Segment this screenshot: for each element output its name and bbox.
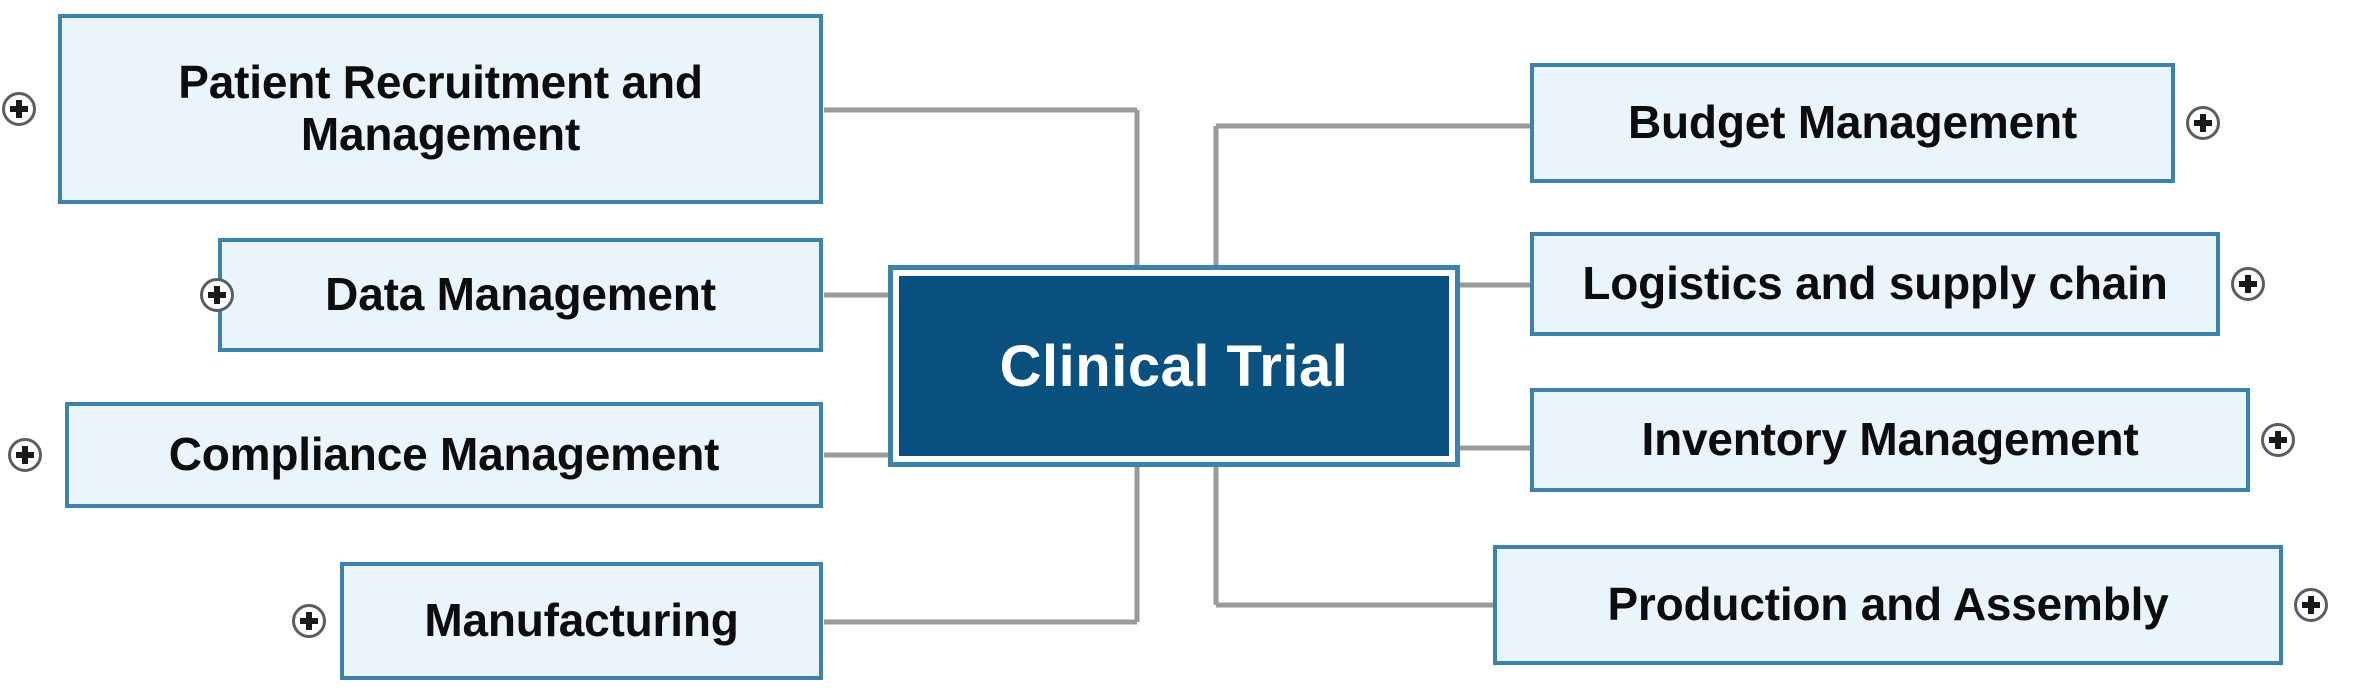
node-label: Inventory Management: [1641, 413, 2139, 466]
node-compliance-management[interactable]: Compliance Management: [65, 402, 823, 508]
node-inventory-management[interactable]: Inventory Management: [1530, 388, 2250, 492]
center-node-label: Clinical Trial: [999, 333, 1349, 399]
node-label: Logistics and supply chain: [1582, 257, 2168, 310]
plus-circle-icon-budget-management[interactable]: [2186, 106, 2220, 140]
node-label: Compliance Management: [168, 428, 720, 481]
node-patient-recruitment-and-management[interactable]: Patient Recruitment and Management: [58, 14, 823, 204]
node-budget-management[interactable]: Budget Management: [1530, 63, 2175, 183]
plus-circle-icon-inventory-management[interactable]: [2261, 423, 2295, 457]
plus-circle-icon-logistics-and-supply-chain[interactable]: [2231, 267, 2265, 301]
plus-circle-icon-data-management[interactable]: [200, 278, 234, 312]
node-logistics-and-supply-chain[interactable]: Logistics and supply chain: [1530, 232, 2220, 336]
plus-circle-icon-production-and-assembly[interactable]: [2294, 588, 2328, 622]
node-data-management[interactable]: Data Management: [218, 238, 823, 352]
plus-circle-icon-manufacturing[interactable]: [292, 604, 326, 638]
node-label: Budget Management: [1628, 96, 2077, 149]
node-production-and-assembly[interactable]: Production and Assembly: [1493, 545, 2283, 665]
plus-circle-icon-patient-recruitment[interactable]: [2, 92, 36, 126]
center-node-clinical-trial[interactable]: Clinical Trial: [888, 265, 1460, 467]
node-label: Manufacturing: [424, 594, 739, 647]
node-label: Patient Recruitment and Management: [178, 56, 703, 160]
node-label: Data Management: [325, 268, 716, 321]
node-label: Production and Assembly: [1607, 578, 2169, 631]
plus-circle-icon-compliance-management[interactable]: [8, 438, 42, 472]
node-manufacturing[interactable]: Manufacturing: [340, 562, 823, 680]
